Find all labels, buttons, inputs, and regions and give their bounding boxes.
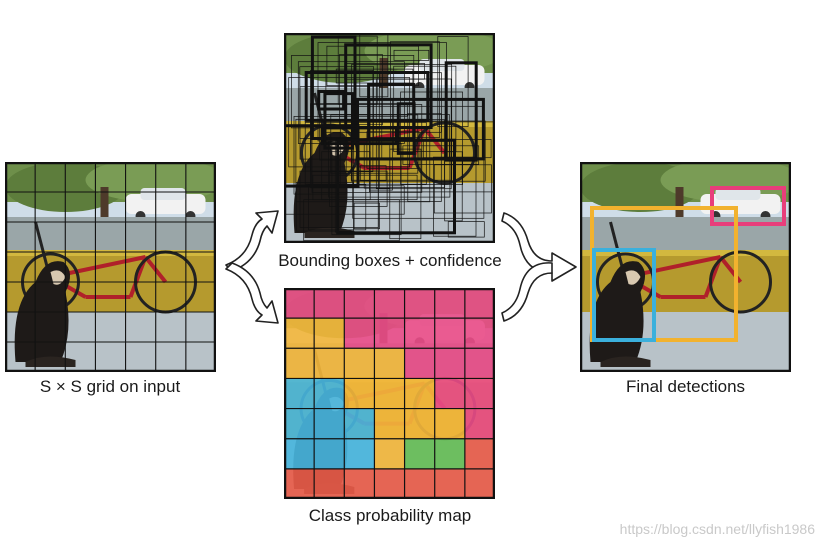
candidate-box	[353, 202, 380, 230]
class-cell-green	[434, 438, 465, 469]
class-cell-pink	[464, 378, 495, 409]
class-cell-pink	[464, 288, 495, 319]
class-cell-pink	[434, 318, 465, 349]
class-cell-yellow	[344, 348, 375, 379]
caption-final-detections: Final detections	[625, 377, 746, 396]
caption-class-probability-map: Class probability map	[308, 506, 472, 525]
candidate-box	[331, 143, 402, 236]
candidate-box	[330, 114, 419, 174]
candidate-box	[293, 116, 347, 195]
candidate-box	[304, 122, 427, 185]
class-cell-pink	[344, 318, 375, 349]
class-cell-pink	[374, 318, 405, 349]
class-cell-red	[464, 468, 495, 499]
detection-box-dog	[592, 248, 656, 342]
caption-bounding-boxes: Bounding boxes + confidence	[278, 251, 502, 270]
class-cell-yellow	[404, 408, 435, 439]
candidate-box	[389, 148, 422, 240]
candidate-box	[437, 36, 469, 127]
class-cell-pink	[434, 288, 465, 319]
candidate-box	[310, 35, 357, 141]
candidate-box	[433, 164, 492, 214]
split-arrow-icon	[225, 210, 279, 324]
class-cell-blue	[284, 408, 315, 439]
watermark: https://blog.csdn.net/llyfish1986	[619, 521, 815, 537]
candidate-box	[288, 77, 410, 168]
candidate-box	[295, 182, 354, 232]
class-cell-yellow	[404, 378, 435, 409]
class-cell-yellow	[374, 348, 405, 379]
candidate-box	[351, 64, 453, 181]
class-cell-red	[314, 468, 345, 499]
caption-input-grid: S × S grid on input	[39, 377, 181, 396]
class-cell-yellow	[434, 408, 465, 439]
class-cell-blue	[314, 438, 345, 469]
class-cell-red	[344, 468, 375, 499]
class-cell-pink	[434, 378, 465, 409]
candidate-box	[304, 71, 430, 122]
class-cell-pink	[314, 288, 345, 319]
class-cell-pink	[434, 348, 465, 379]
bounding-boxes-panel	[284, 33, 495, 243]
input-image-panel	[5, 162, 216, 372]
class-cell-red	[374, 468, 405, 499]
class-cell-yellow	[284, 318, 315, 349]
candidate-box	[344, 43, 433, 129]
merge-arrow-icon	[501, 212, 577, 322]
class-cell-pink	[464, 348, 495, 379]
class-cell-pink	[464, 408, 495, 439]
final-detections-panel	[580, 162, 791, 372]
class-cell-blue	[284, 438, 315, 469]
candidate-box	[336, 138, 457, 235]
class-cell-blue	[344, 438, 375, 469]
class-cell-pink	[344, 288, 375, 319]
class-cell-red	[404, 468, 435, 499]
candidate-box	[367, 83, 416, 141]
class-cell-blue	[314, 378, 345, 409]
candidate-box	[366, 131, 420, 169]
candidate-box	[299, 86, 383, 160]
class-cell-yellow	[314, 348, 345, 379]
class-cell-blue	[344, 408, 375, 439]
class-cell-pink	[404, 288, 435, 319]
candidate-box	[311, 104, 423, 193]
class-cell-yellow	[284, 348, 315, 379]
class-cell-yellow	[374, 438, 405, 469]
class-cell-pink	[404, 348, 435, 379]
candidate-box	[352, 105, 485, 219]
class-cell-yellow	[374, 378, 405, 409]
class-cell-pink	[464, 318, 495, 349]
class-cell-pink	[284, 288, 315, 319]
class-cell-blue	[284, 378, 315, 409]
class-cell-blue	[314, 408, 345, 439]
class-cell-yellow	[344, 378, 375, 409]
class-cell-yellow	[314, 318, 345, 349]
class-cell-green	[404, 438, 435, 469]
candidate-box	[402, 145, 480, 165]
candidate-box	[339, 54, 383, 126]
class-cell-red	[434, 468, 465, 499]
candidate-box	[363, 144, 391, 189]
class-cell-red	[284, 468, 315, 499]
class-cell-yellow	[374, 408, 405, 439]
class-probability-panel	[284, 288, 495, 499]
class-cell-pink	[374, 288, 405, 319]
class-cell-red	[464, 438, 495, 469]
class-cell-pink	[404, 318, 435, 349]
candidate-box	[447, 221, 485, 238]
candidate-box	[317, 90, 346, 111]
